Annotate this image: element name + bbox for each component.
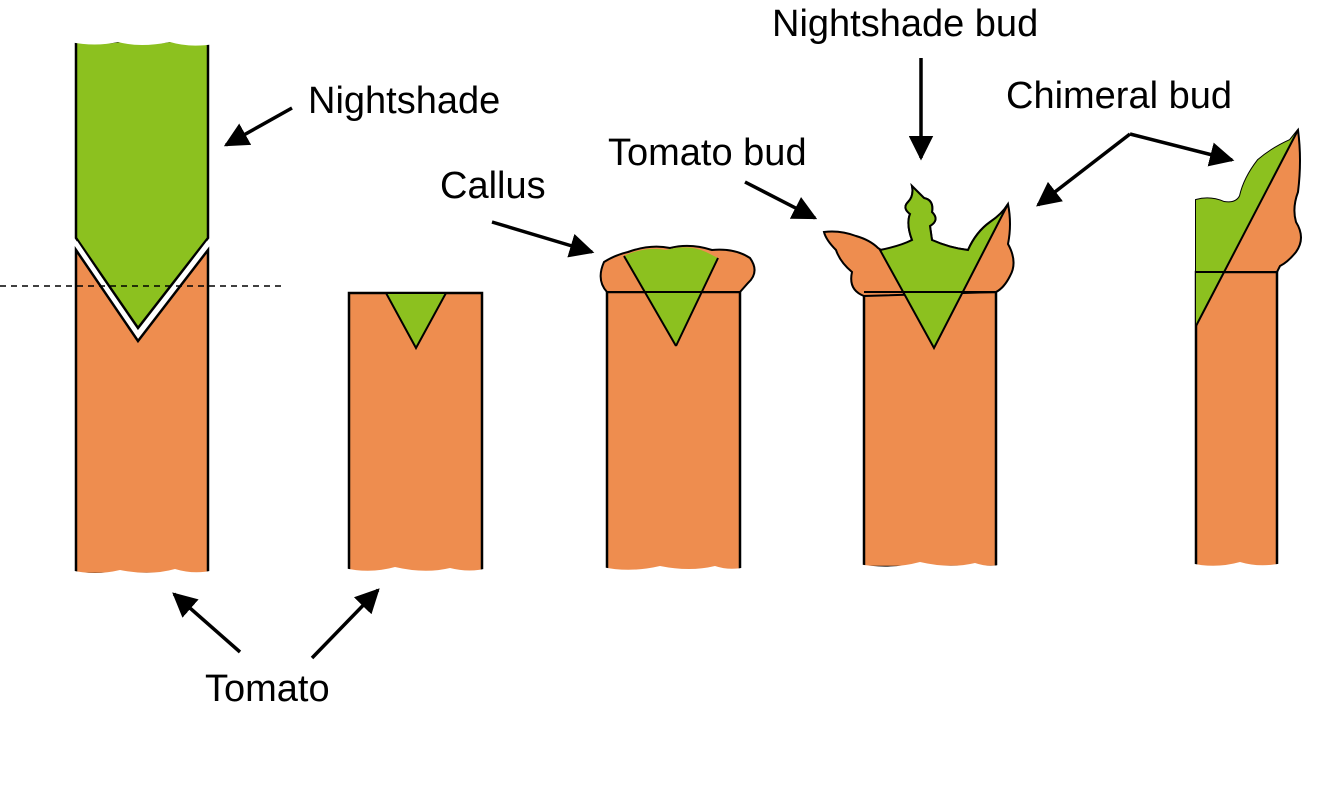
tomato-stock — [74, 245, 210, 576]
label-nightshade-bud: Nightshade bud — [772, 3, 1038, 45]
arrow-nightshade — [223, 106, 293, 147]
arrow-tomato-right — [310, 588, 380, 660]
nightshade-wedge — [384, 292, 448, 351]
arrow-chimeral-bud-left — [1036, 132, 1132, 207]
nightshade-callus — [624, 247, 718, 346]
nightshade-bud-tissue — [878, 182, 1009, 351]
arrows — [172, 58, 1235, 660]
stage-graft — [0, 30, 285, 580]
arrow-tomato-bud — [744, 180, 818, 220]
stage-callus — [599, 244, 756, 580]
stage-buds — [822, 182, 1015, 580]
arrow-chimeral-bud-right — [1129, 132, 1235, 167]
label-tomato-bud: Tomato bud — [608, 132, 807, 174]
arrow-tomato-left — [172, 592, 242, 654]
label-nightshade: Nightshade — [308, 80, 500, 122]
arrow-callus — [491, 220, 595, 258]
label-chimeral-bud: Chimeral bud — [1006, 75, 1232, 117]
label-callus: Callus — [440, 165, 546, 207]
stage-cut — [344, 291, 488, 580]
stage-chimera — [1190, 127, 1302, 580]
tomato-stem — [1194, 270, 1279, 570]
label-tomato: Tomato — [205, 668, 330, 710]
